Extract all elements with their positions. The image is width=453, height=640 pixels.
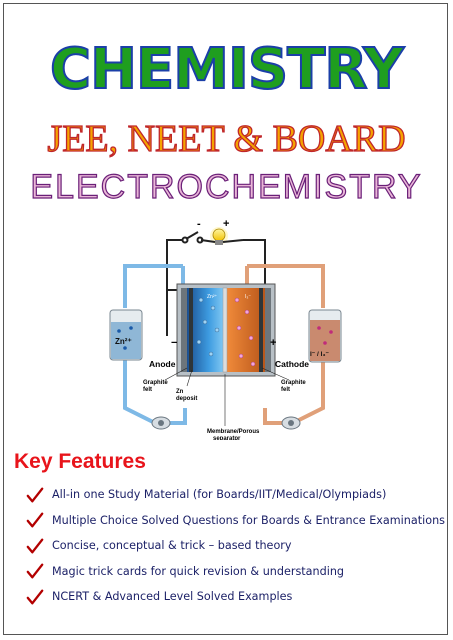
list-item: Magic trick cards for quick revision & u…: [26, 559, 446, 585]
iodide-particles: [234, 297, 256, 367]
checkmark-icon: [26, 589, 44, 605]
checkmark-icon: [26, 538, 44, 554]
feature-text: Multiple Choice Solved Questions for Boa…: [52, 513, 445, 527]
feature-text: Magic trick cards for quick revision & u…: [52, 564, 345, 578]
left-reservoir: [109, 309, 143, 361]
anode-sign: −: [171, 337, 177, 349]
switch-plus-label: +: [223, 218, 229, 230]
light-bulb-icon: [200, 227, 244, 245]
features-list: All-in one Study Material (for Boards/II…: [26, 482, 446, 610]
left-reservoir-label: Zn²⁺: [115, 337, 132, 346]
key-features-heading: Key Features: [14, 450, 146, 473]
ion-particles: [196, 297, 220, 357]
list-item: Concise, conceptual & trick – based theo…: [26, 533, 446, 559]
switch-minus-label: -: [197, 218, 201, 230]
right-pump-icon: [281, 416, 301, 430]
checkmark-icon: [26, 487, 44, 503]
switch-icon: [181, 231, 204, 244]
left-pump-icon: [151, 416, 171, 430]
feature-text: Concise, conceptual & trick – based theo…: [52, 539, 292, 553]
topic-title: ELECTROCHEMISTRY: [30, 167, 423, 206]
cell-zn-ion-label: Zn²⁺: [207, 294, 218, 300]
anode-label: Anode: [149, 359, 176, 369]
feature-text: All-in one Study Material (for Boards/II…: [52, 488, 387, 502]
page-title: CHEMISTRY: [49, 37, 405, 102]
cell-i3-ion-label: I₃⁻: [245, 294, 251, 300]
right-reservoir-label: I⁻ / I₃⁻: [310, 351, 329, 358]
page-border: [3, 3, 448, 635]
cell-body: [176, 283, 276, 377]
list-item: All-in one Study Material (for Boards/II…: [26, 482, 446, 508]
feature-text: NCERT & Advanced Level Solved Examples: [52, 590, 293, 604]
checkmark-icon: [26, 512, 44, 528]
cathode-label: Cathode: [275, 359, 309, 369]
exam-subtitle: JEE, NEET & BOARD: [47, 117, 406, 160]
list-item: Multiple Choice Solved Questions for Boa…: [26, 508, 446, 534]
right-reservoir: [308, 309, 342, 363]
checkmark-icon: [26, 563, 44, 579]
electrochemical-cell-diagram: - + Zn²⁺: [109, 218, 342, 440]
cathode-sign: +: [270, 337, 276, 349]
pointer-lines: [164, 367, 290, 426]
list-item: NCERT & Advanced Level Solved Examples: [26, 584, 446, 610]
